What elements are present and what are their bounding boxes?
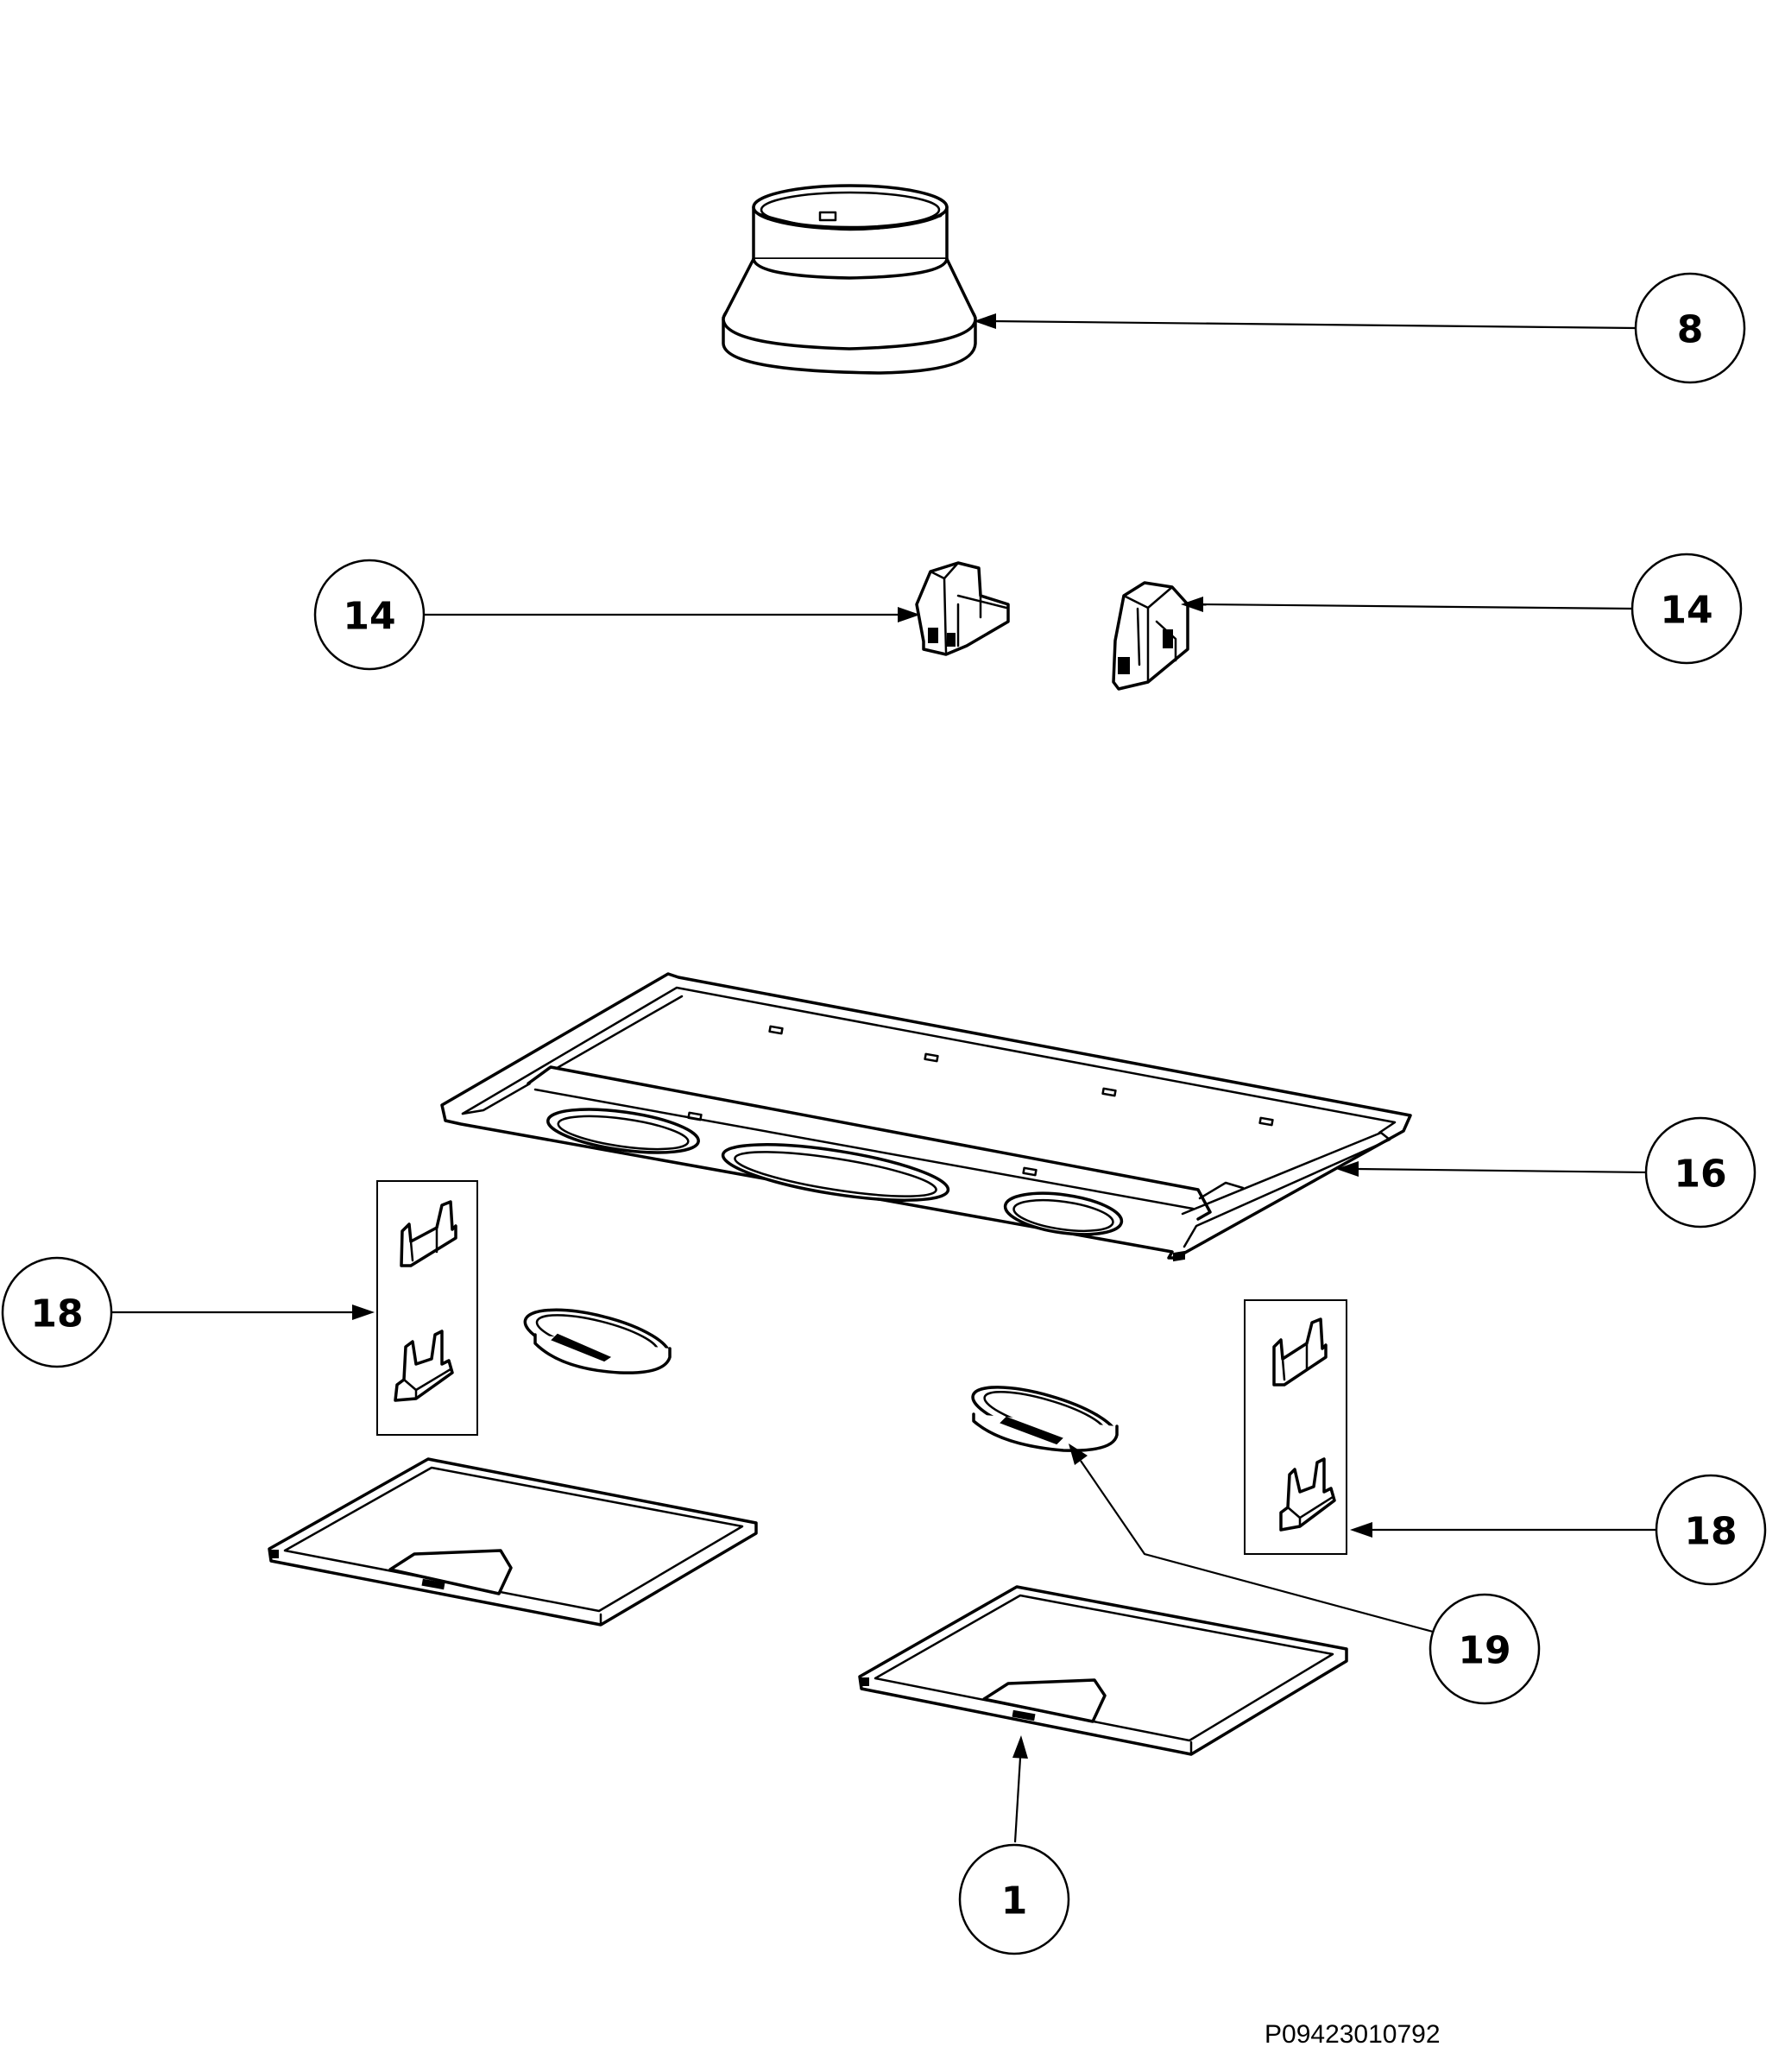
callout-14-right: 14 (1630, 553, 1743, 665)
grease-filter-left (268, 1457, 758, 1627)
callout-14-left: 14 (313, 559, 426, 671)
callout-19-label: 19 (1458, 1629, 1511, 1673)
callout-18-right: 18 (1655, 1474, 1767, 1586)
callout-19: 19 (1429, 1593, 1541, 1705)
document-code: P09423010792 (1265, 2020, 1441, 2049)
callout-16-label: 16 (1674, 1153, 1726, 1197)
callout-18-left-label: 18 (30, 1292, 83, 1336)
duct-collar-part (722, 184, 977, 375)
grease-filter-right (858, 1585, 1348, 1756)
clip-group-right (1244, 1299, 1347, 1555)
clip-group-left (376, 1180, 478, 1436)
callout-14-right-label: 14 (1660, 589, 1712, 633)
leader-lines (110, 313, 1659, 1843)
mounting-clip-right (1112, 581, 1189, 691)
callout-1-label: 1 (1001, 1879, 1028, 1924)
callout-18-left: 18 (1, 1256, 113, 1368)
mounting-clip-left (915, 561, 1010, 656)
gasket-ring-left (523, 1308, 672, 1374)
callout-1: 1 (958, 1843, 1070, 1955)
callout-14-left-label: 14 (343, 595, 395, 639)
callout-16: 16 (1644, 1116, 1757, 1229)
callout-8: 8 (1634, 272, 1746, 384)
hood-frame-part (440, 972, 1412, 1262)
callout-8-label: 8 (1677, 308, 1704, 352)
gasket-ring-right (971, 1386, 1119, 1452)
callout-18-right-label: 18 (1684, 1510, 1737, 1554)
